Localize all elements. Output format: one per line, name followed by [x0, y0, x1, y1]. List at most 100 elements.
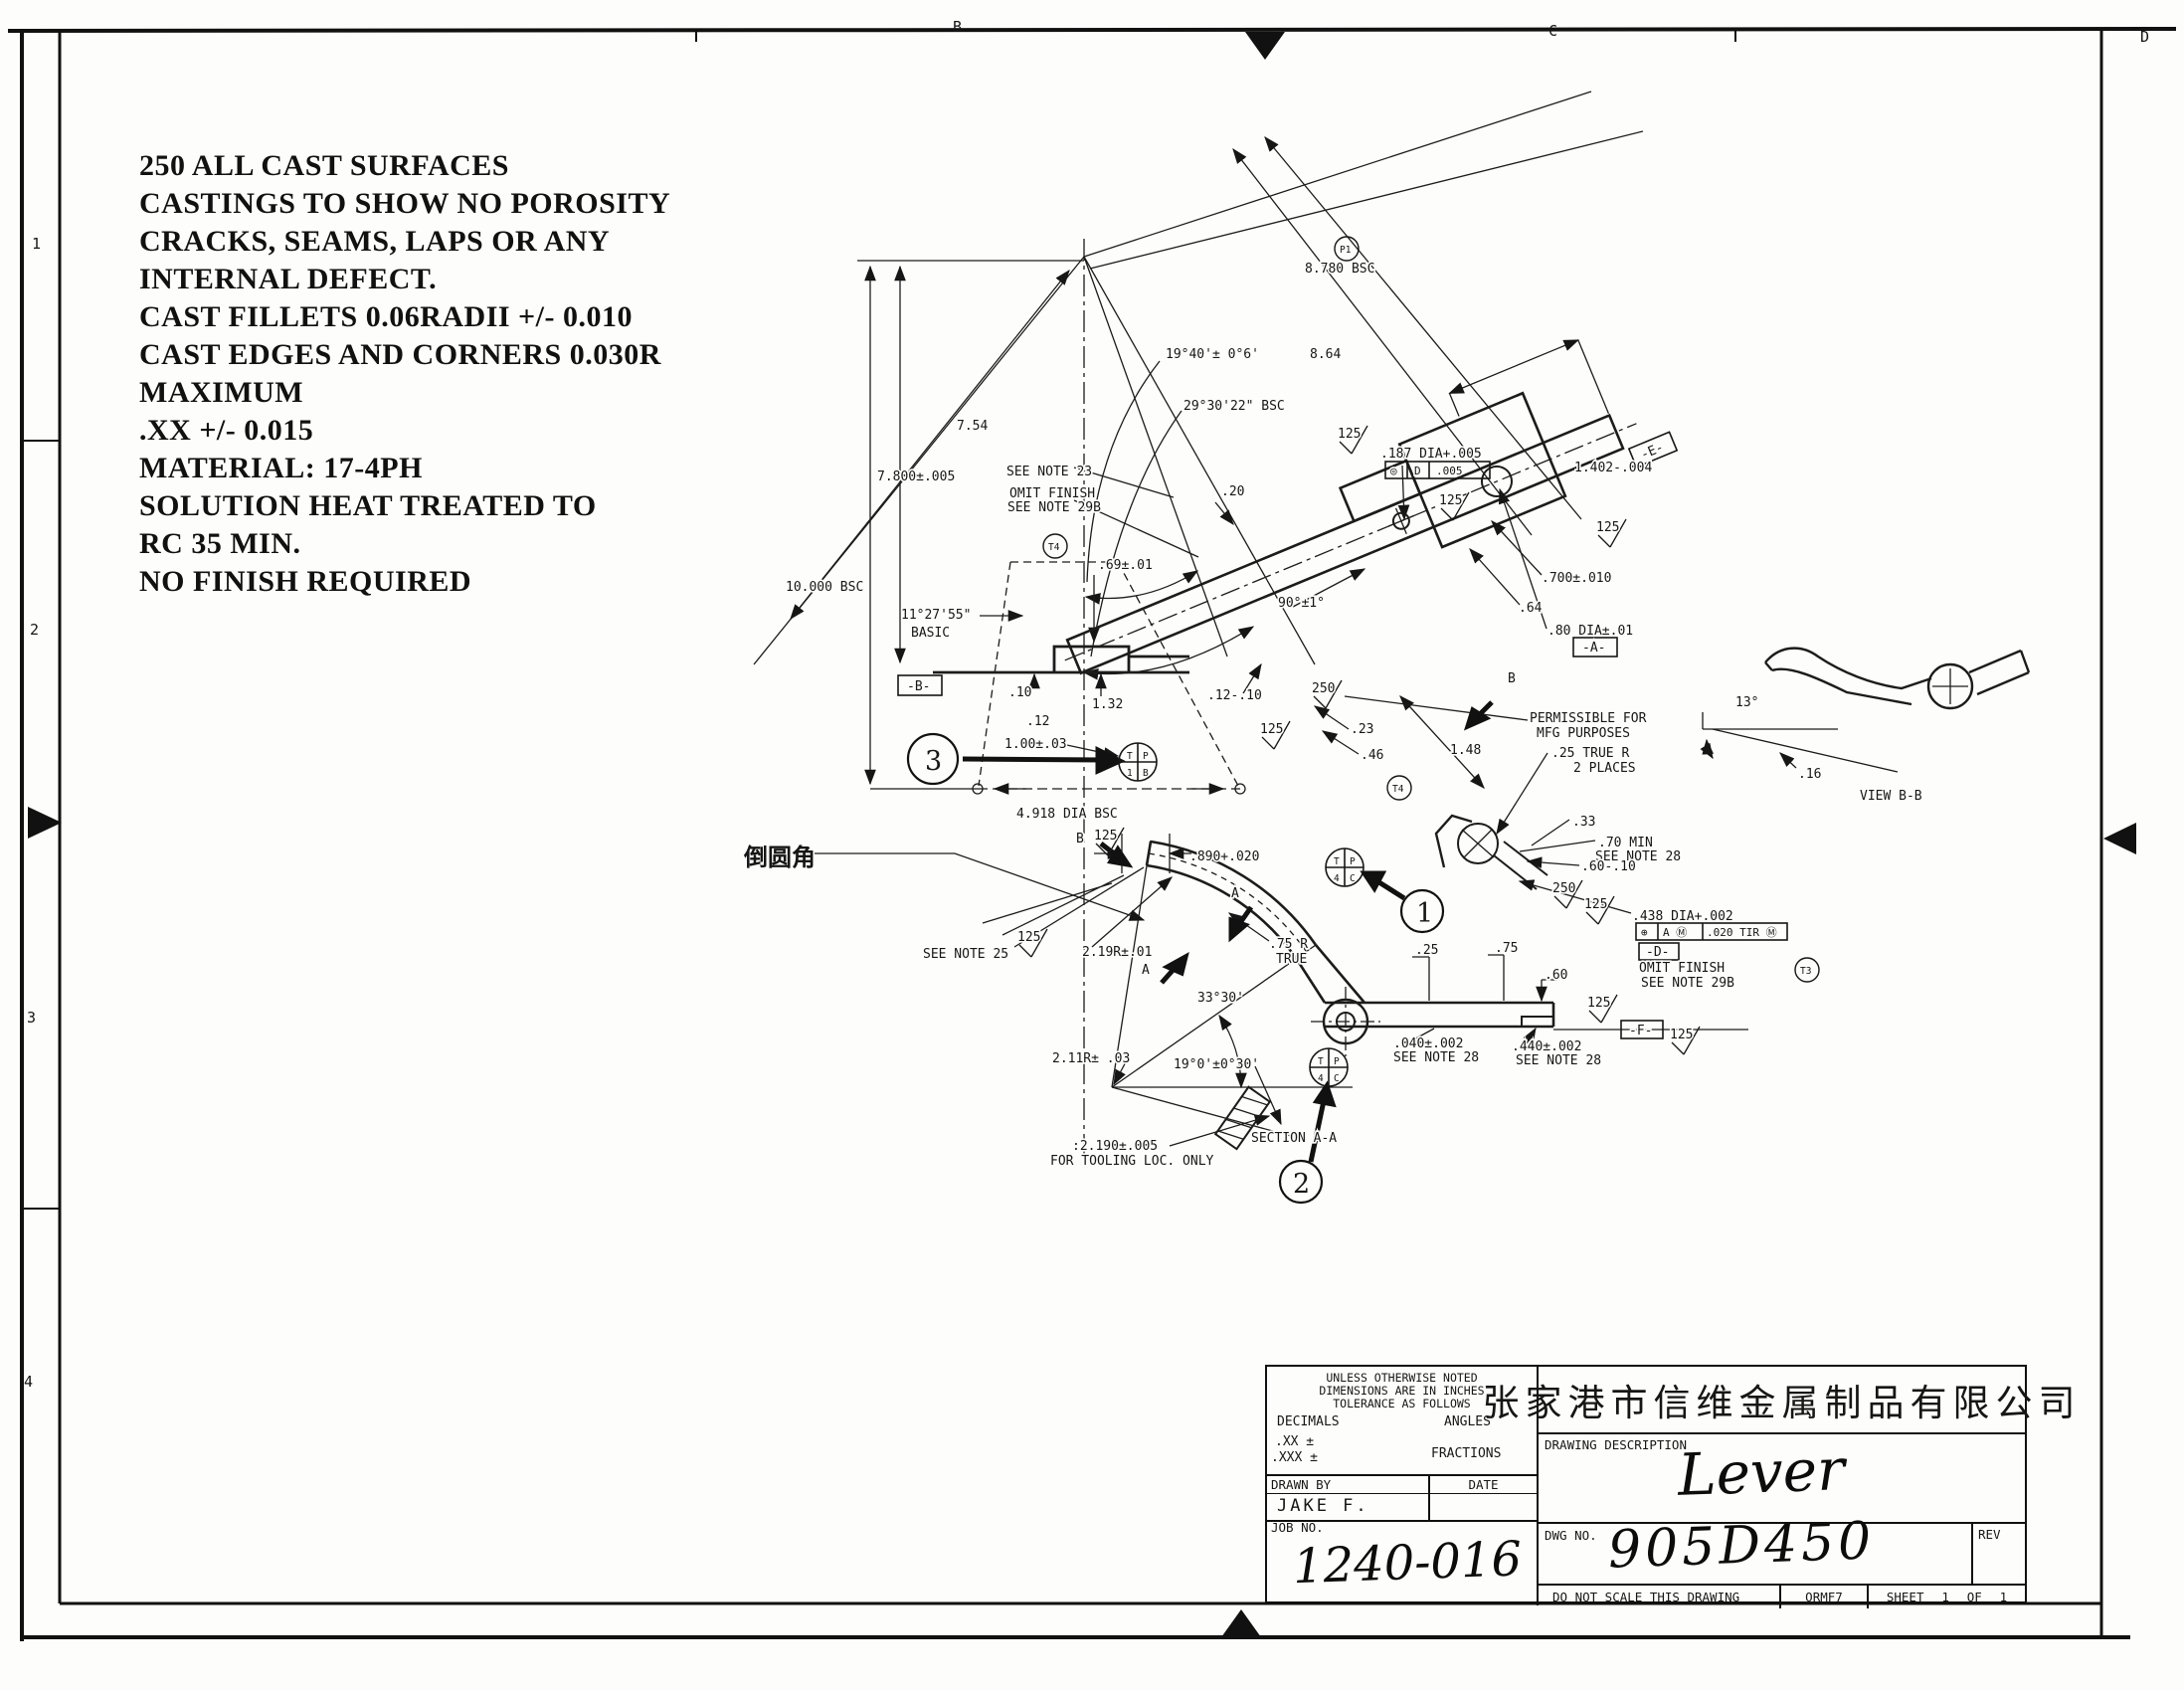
right-center-arrow-icon — [2103, 823, 2136, 854]
datum-b: -B- — [907, 679, 930, 694]
see-note-28-c: SEE NOTE 28 — [1516, 1053, 1601, 1068]
note-line: RC 35 MIN. — [139, 527, 301, 560]
dim-64: .64 — [1519, 601, 1543, 616]
finish-125-i: 125 — [1670, 1028, 1693, 1042]
sheet-label: SHEET — [1886, 1590, 1924, 1604]
note-line: INTERNAL DEFECT. — [139, 263, 438, 295]
dwg-no-value: 905D450 — [1607, 1511, 1877, 1581]
finish-125-e: 125 — [1094, 829, 1117, 844]
datum-d: -D- — [1646, 945, 1669, 960]
dim-040: .040±.002 — [1393, 1036, 1463, 1051]
fcf-438-datum: A Ⓜ — [1663, 926, 1687, 939]
section-a-letter-left: A — [1142, 963, 1150, 978]
svg-text:C: C — [1334, 1073, 1340, 1084]
fcf-438-tol: .020 TIR Ⓜ — [1707, 926, 1777, 939]
angle-3330: 33°30' — [1197, 991, 1244, 1006]
dwg-no-label: DWG NO. — [1545, 1528, 1597, 1543]
dim-80-dia: .80 DIA±.01 — [1547, 624, 1633, 639]
finish-125-b: 125 — [1439, 493, 1462, 508]
tolerance-note-3: TOLERANCE AS FOLLOWS — [1333, 1397, 1471, 1410]
dim-864: 8.64 — [1310, 347, 1341, 362]
dim-1402: 1.402-.004 — [1574, 461, 1652, 475]
dim-12b: .12 — [1026, 714, 1049, 729]
drawing-description-value: Lever — [1676, 1435, 1846, 1509]
surface-finish-marks — [1018, 425, 1701, 1055]
balloon-1: 1 — [1416, 898, 1433, 929]
dim-148: 1.48 — [1450, 743, 1481, 758]
balloon-callouts: 3 1 2 — [906, 732, 1445, 1205]
fcf-438-symbol: ⊕ — [1641, 926, 1648, 939]
dim-7800: 7.800±.005 — [877, 470, 955, 484]
drawn-by-label: DRAWN BY — [1267, 1476, 1428, 1494]
flag-p1: P1 — [1340, 245, 1352, 256]
tooling-point-symbols: T P 1 B T P 4 C T P 4 C — [1118, 742, 1365, 1087]
cn-fillet-annotation: 倒圆角 — [743, 844, 816, 871]
decimals-label: DECIMALS — [1277, 1414, 1340, 1429]
view-bb-label: VIEW B-B — [1860, 789, 1922, 804]
zone-left-2: 2 — [30, 621, 39, 639]
drawn-by-value: JAKE F. — [1277, 1496, 1369, 1516]
dim-211r: 2.11R± .03 — [1052, 1051, 1130, 1066]
sheet-cell: SHEET 1 OF 1 — [1869, 1586, 2025, 1608]
dim-25truer-1: .25 TRUE R — [1551, 746, 1629, 761]
dim-438-dia: .438 DIA+.002 — [1632, 909, 1733, 924]
finish-125-g: 125 — [1584, 897, 1607, 912]
left-center-arrow-icon — [28, 807, 62, 839]
angle-112755: 11°27'55" — [901, 608, 971, 623]
note-line: CAST EDGES AND CORNERS 0.030R — [139, 338, 661, 371]
finish-250-a: 250 — [1312, 681, 1335, 696]
note-line: SOLUTION HEAT TREATED TO — [139, 489, 597, 522]
svg-text:T: T — [1334, 856, 1340, 867]
zone-top-b: B — [953, 18, 962, 36]
svg-text:P: P — [1350, 856, 1356, 867]
title-block: UNLESS OTHERWISE NOTED DIMENSIONS ARE IN… — [1265, 1365, 2076, 1608]
dim-700: .700±.010 — [1542, 571, 1611, 586]
omit-finish-right-2: SEE NOTE 29B — [1641, 976, 1734, 991]
dim-440: .440±.002 — [1512, 1039, 1581, 1054]
svg-text:1: 1 — [1127, 768, 1133, 779]
bottom-center-arrow-icon — [1221, 1609, 1261, 1637]
xxx-tol: .XXX ± — [1271, 1450, 1318, 1465]
sheet-total: 1 — [1999, 1590, 2008, 1604]
tooling-note: FOR TOOLING LOC. ONLY — [1050, 1154, 1214, 1169]
dim-33: .33 — [1572, 815, 1595, 830]
dim-25: .25 — [1415, 943, 1438, 958]
see-note-28-a: SEE NOTE 28 — [1595, 849, 1681, 864]
form-number: ORMF7 — [1781, 1586, 1869, 1608]
section-b-letter-left: B — [1076, 832, 1084, 846]
note-line: .XX +/- 0.015 — [139, 414, 314, 447]
dim-187-dia: .187 DIA+.005 — [1380, 447, 1482, 462]
xx-tol: .XX ± — [1275, 1434, 1315, 1449]
balloon-3: 3 — [925, 746, 942, 777]
note-line: CASTINGS TO SHOW NO POROSITY — [139, 187, 671, 220]
fractions-label: FRACTIONS — [1431, 1446, 1502, 1461]
dim-75: .75 — [1495, 941, 1518, 956]
tolerance-column: UNLESS OTHERWISE NOTED DIMENSIONS ARE IN… — [1267, 1367, 1539, 1605]
svg-text:4: 4 — [1318, 1073, 1324, 1084]
datum-a: -A- — [1582, 641, 1605, 656]
omit-finish-top-1: OMIT FINISH — [1009, 486, 1095, 501]
see-note-25: SEE NOTE 25 — [923, 947, 1008, 962]
bottom-view-geometry — [808, 840, 1748, 1151]
finish-250-b: 250 — [1552, 881, 1575, 896]
note-line: MAXIMUM — [139, 376, 304, 409]
sheet-current: 1 — [1941, 1590, 1949, 1604]
dim-132: 1.32 — [1092, 697, 1123, 712]
angles-label: ANGLES — [1444, 1414, 1491, 1429]
omit-finish-top-2: SEE NOTE 29B — [1007, 500, 1101, 515]
dim-20: .20 — [1221, 484, 1244, 499]
dim-8780-bsc: 8.780 BSC — [1305, 262, 1374, 277]
dim-23: .23 — [1351, 722, 1373, 737]
svg-text:T: T — [1318, 1056, 1324, 1067]
tooling-point-4C-lower: T P 4 C — [1309, 1047, 1349, 1087]
dimension-labels: 8.780 BSC 8.64 19°40'± 0°6' 29°30'22" BS… — [741, 260, 1923, 1170]
permissible-1: PERMISSIBLE FOR — [1530, 711, 1647, 726]
dim-16: .16 — [1798, 767, 1821, 782]
tolerance-note-2: DIMENSIONS ARE IN INCHES — [1319, 1384, 1485, 1398]
omit-finish-right-1: OMIT FINISH — [1639, 961, 1725, 976]
permissible-2: MFG PURPOSES — [1537, 726, 1630, 741]
note-line: CRACKS, SEAMS, LAPS OR ANY — [139, 225, 611, 258]
dim-75r: .75 R — [1269, 937, 1308, 952]
